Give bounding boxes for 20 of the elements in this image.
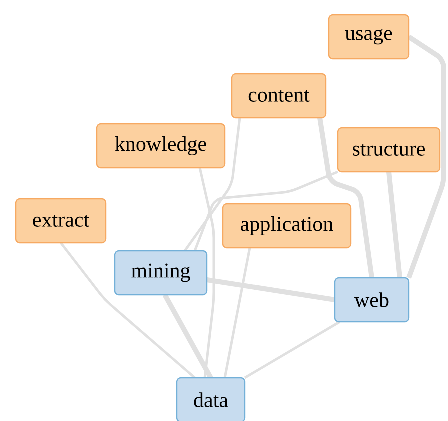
term-box: mining	[114, 250, 208, 296]
connector-line	[194, 170, 338, 252]
term-box: extract	[15, 198, 107, 244]
connector-line	[386, 172, 402, 278]
connector-line	[206, 278, 336, 302]
term-box: web	[334, 277, 410, 323]
connector-line	[224, 248, 252, 378]
connector-line	[60, 242, 196, 379]
term-box: knowledge	[96, 123, 226, 169]
term-box: usage	[328, 14, 410, 60]
connector-line	[406, 34, 446, 279]
term-box: application	[222, 203, 352, 249]
term-box: content	[231, 73, 327, 119]
connector-line	[244, 320, 341, 380]
connector-line	[162, 294, 214, 380]
connector-line	[184, 118, 242, 252]
connector-line	[198, 168, 216, 378]
term-box: data	[176, 377, 246, 421]
term-box: structure	[337, 127, 441, 173]
connector-line	[318, 118, 374, 278]
